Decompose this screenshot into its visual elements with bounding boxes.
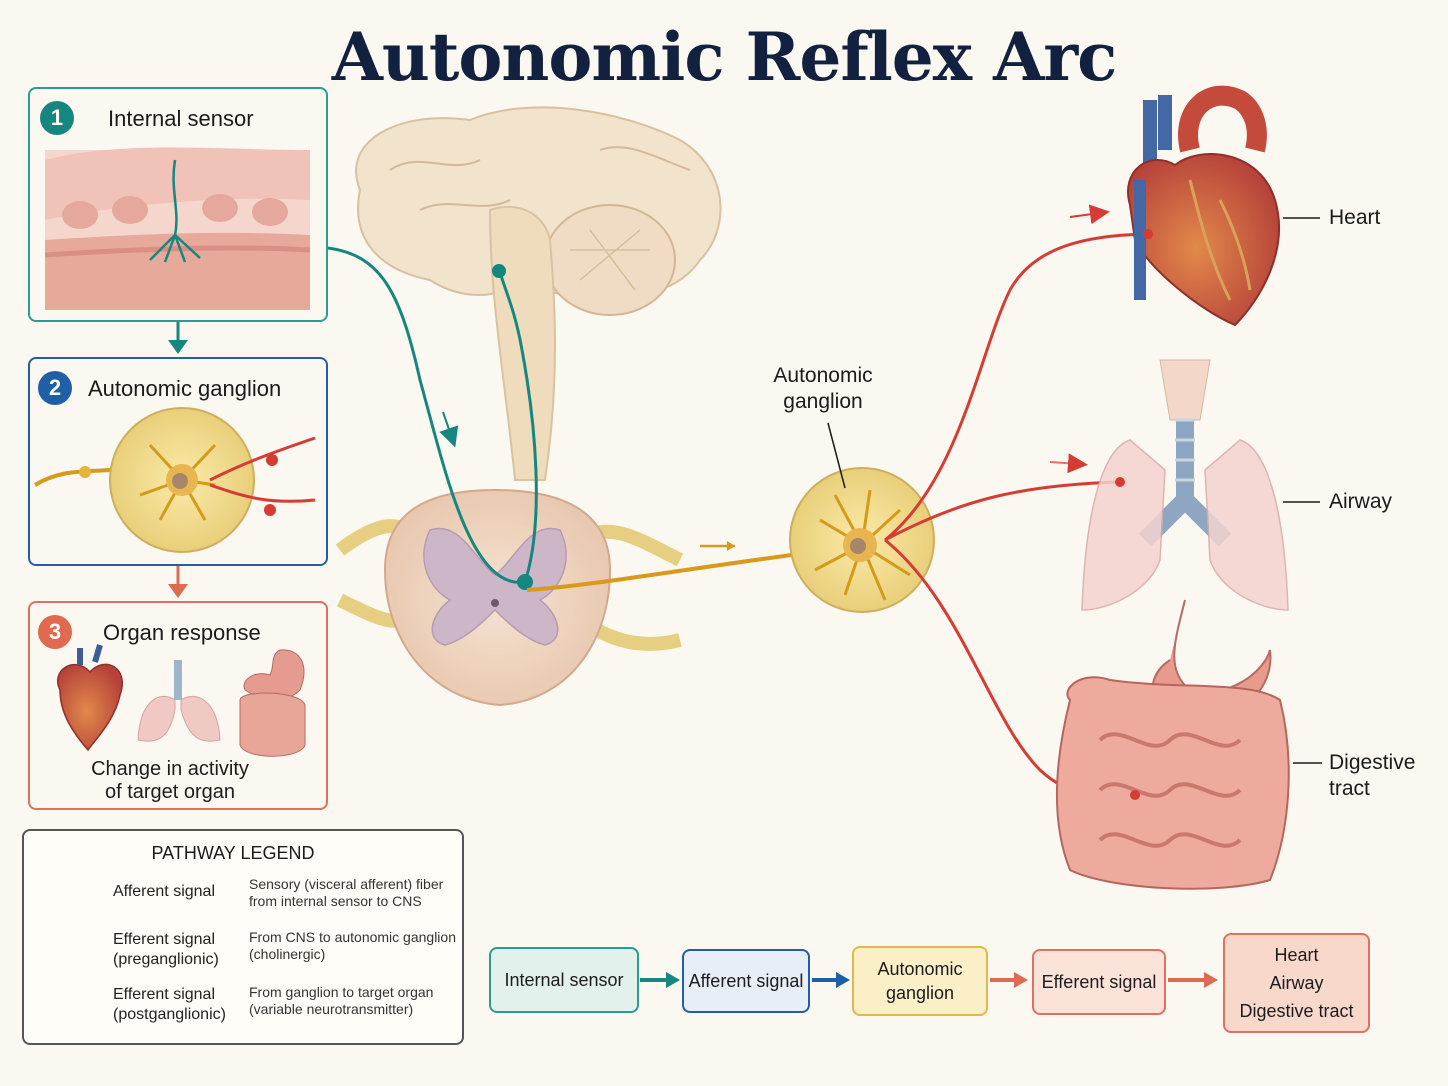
step-badge-1: 1 <box>40 101 74 135</box>
panel-organs-illustration <box>57 644 306 757</box>
center-ganglion-label: Autonomic ganglion <box>773 364 873 413</box>
page-title: Autonomic Reflex Arc <box>331 18 1118 96</box>
step-badge-3: 3 <box>38 615 72 649</box>
flow-step-target-organs: Heart Airway Digestive tract <box>1223 933 1370 1033</box>
panel-title-internal-sensor: Internal sensor <box>108 106 254 131</box>
ganglion-label-leader <box>827 422 846 489</box>
legend-label-preganglionic: Efferent signal (preganglionic) <box>113 931 219 968</box>
cord-synapse-dot <box>517 574 533 590</box>
panel-ganglion-illustration <box>33 407 316 553</box>
postganglionic-airway-pathway <box>884 480 1121 542</box>
legend-label-postganglionic: Efferent signal (postganglionic) <box>113 986 226 1023</box>
organ-response-caption: Change in activity of target organ <box>91 758 249 803</box>
airway-signal-arrow <box>1049 453 1088 474</box>
central-ganglion-illustration <box>789 467 935 613</box>
afferent-ascending-pathway <box>498 271 538 583</box>
legend-desc-afferent: Sensory (visceral afferent) fiber from i… <box>249 876 444 909</box>
heart-illustration <box>1127 85 1280 327</box>
panel-title-organ-response: Organ response <box>103 620 261 645</box>
organ-label-digestive-tract: Digestive tract <box>1329 751 1416 800</box>
afferent-direction-arrow <box>439 411 459 448</box>
organ-label-heart: Heart <box>1329 206 1381 229</box>
panel-internal-sensor: 1 Internal sensor <box>28 87 328 322</box>
panel-title-autonomic-ganglion: Autonomic ganglion <box>88 376 282 401</box>
flow-step-autonomic-ganglion: Autonomic ganglion <box>852 946 988 1016</box>
tissue-illustration <box>44 147 311 310</box>
brain-neuron-dot <box>492 264 506 278</box>
heart-signal-arrow <box>1069 204 1110 225</box>
airway-illustration <box>1081 359 1289 611</box>
pathway-legend: PATHWAY LEGEND <box>22 829 464 1045</box>
brain-illustration <box>355 106 722 481</box>
digestive-tract-illustration <box>1055 599 1290 890</box>
flow-step-efferent-signal: Efferent signal <box>1032 949 1166 1015</box>
flow-step-afferent-signal: Afferent signal <box>682 949 810 1013</box>
panel-autonomic-ganglion: 2 Autonomic ganglion <box>28 357 328 566</box>
legend-desc-postganglionic: From ganglion to target organ (variable … <box>249 984 434 1017</box>
legend-label-afferent: Afferent signal <box>113 883 215 900</box>
panel-organ-response: 3 Organ response Change in activity of t… <box>28 601 328 810</box>
organ-label-airway: Airway <box>1329 490 1393 513</box>
step-badge-2: 2 <box>38 371 72 405</box>
afferent-pathway <box>327 246 526 584</box>
spinal-cord-illustration <box>335 488 684 707</box>
flow-step-internal-sensor: Internal sensor <box>489 947 639 1013</box>
legend-title: PATHWAY LEGEND <box>151 843 315 863</box>
flow-arrows <box>640 972 1218 988</box>
legend-desc-preganglionic: From CNS to autonomic ganglion (choliner… <box>249 929 456 962</box>
postganglionic-heart-pathway <box>884 232 1149 542</box>
